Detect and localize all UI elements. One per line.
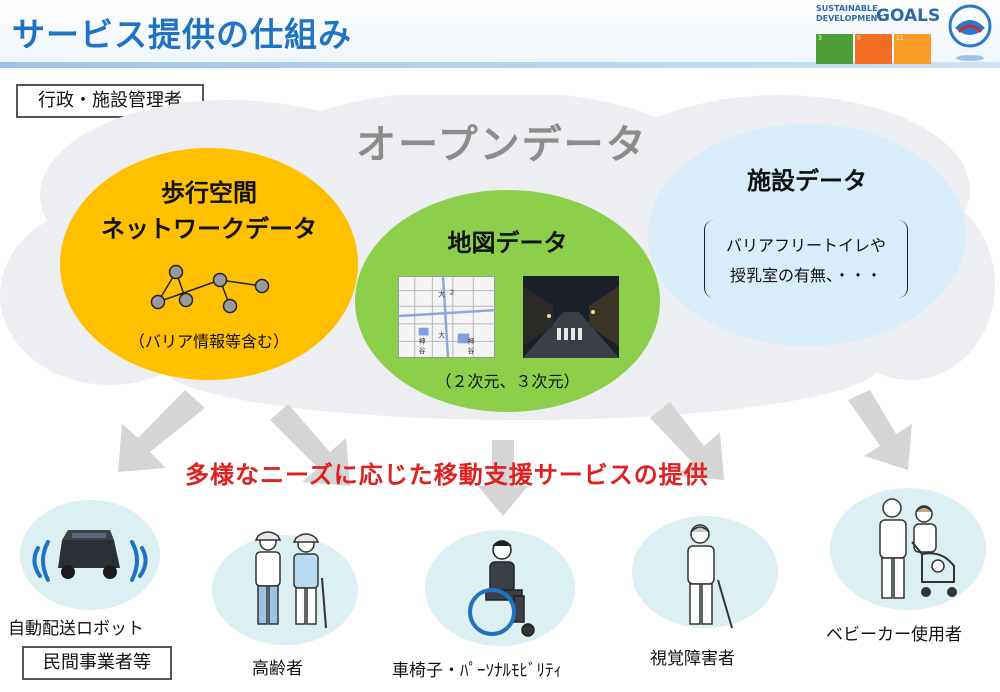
svg-text:大: 大	[438, 330, 445, 339]
facility-detail-bracket	[704, 220, 908, 298]
service-slogan: 多様なニーズに応じた移動支援サービスの提供	[185, 461, 709, 489]
facility-detail-line-1: バリアフリートイレや	[725, 236, 886, 255]
sdg-tile-9: 9	[855, 34, 892, 64]
page-title: サービス提供の仕組み	[12, 15, 352, 54]
sdg-goals-text: GOALS	[876, 6, 941, 26]
open-data-title: オープンデータ	[356, 122, 648, 168]
walking-network-note: （バリア情報等含む）	[128, 332, 289, 351]
user-label-stroller: ベビーカー使用者	[826, 625, 962, 645]
header-divider	[0, 62, 1000, 68]
sdg-logo: SUSTAINABLE DEVELOPMENT GOALS	[816, 4, 940, 66]
user-label-visually-impaired: 視覚障害者	[650, 649, 735, 669]
map-data-title: 地図データ	[447, 229, 568, 257]
walking-network-title-1: 歩行空間	[161, 179, 257, 207]
sdg-tile-3: 3	[816, 34, 853, 64]
walking-network-title-2: ネットワークデータ	[101, 215, 317, 243]
visually-impaired-icon	[687, 524, 733, 629]
delivery-robot-icon	[32, 530, 148, 582]
facility-data-circle	[648, 124, 966, 346]
stroller-circle	[830, 488, 986, 610]
sdg-sustainable-text: SUSTAINABLE	[816, 4, 878, 13]
sdg-tile-11: 11	[894, 34, 931, 64]
wheelchair-user-icon	[468, 540, 535, 637]
business-label: 民間事業者等	[22, 646, 172, 680]
sdg-development-text: DEVELOPMENT	[816, 14, 883, 23]
walking-network-circle	[60, 148, 358, 380]
map-data-note: （２次元、３次元）	[435, 372, 580, 391]
elderly-couple-icon	[254, 531, 327, 629]
svg-text:神: 神	[419, 336, 426, 345]
3d-street-image	[523, 276, 619, 358]
svg-text:谷: 谷	[467, 346, 474, 355]
facility-data-title: 施設データ	[747, 167, 867, 195]
flow-arrows	[118, 390, 912, 516]
svg-text:谷: 谷	[419, 346, 426, 355]
user-label-elderly: 高齢者	[252, 659, 303, 679]
facility-detail-line-2: 授乳室の有無、・・・	[729, 266, 882, 285]
user-label-robot: 自動配送ロボット	[8, 619, 144, 639]
svg-text:2: 2	[450, 289, 454, 297]
svg-text:神: 神	[467, 336, 474, 345]
sdg-goal-tiles: 3 9 11	[816, 34, 932, 64]
ministry-emblem-icon	[948, 4, 992, 61]
user-label-wheelchair: 車椅子・ﾊﾟｰｿﾅﾙﾓﾋﾞﾘﾃｨ	[392, 661, 562, 681]
elderly-circle	[212, 535, 358, 645]
svg-text:大: 大	[438, 290, 445, 299]
network-graph-icon	[150, 264, 270, 314]
stroller-family-icon	[879, 498, 957, 599]
